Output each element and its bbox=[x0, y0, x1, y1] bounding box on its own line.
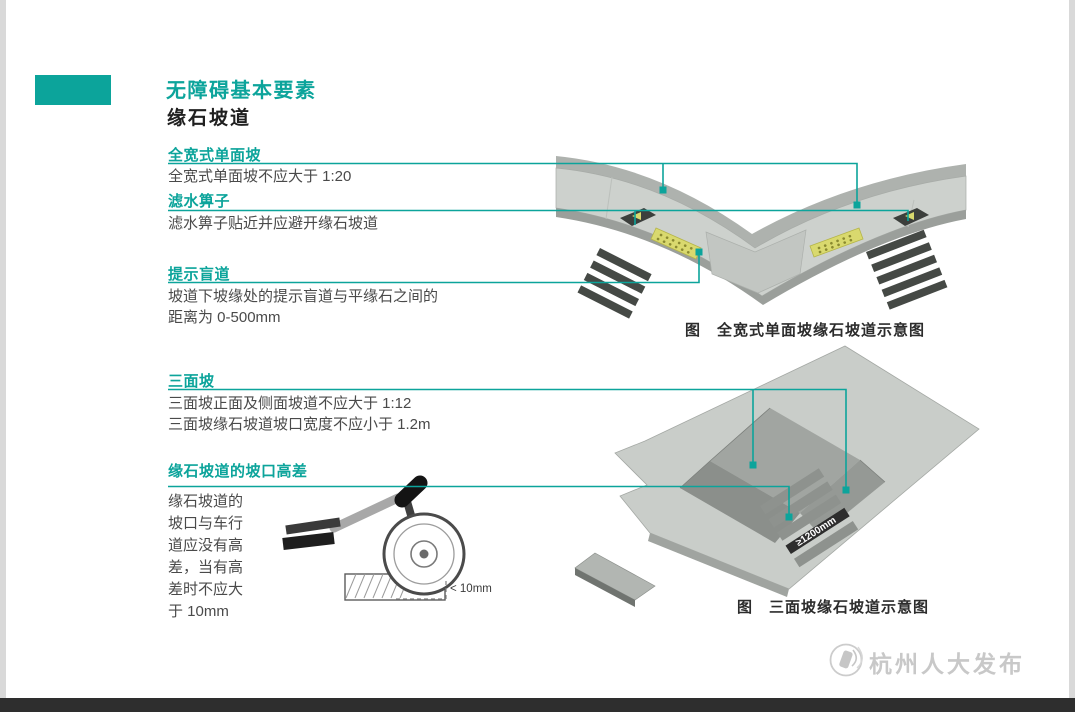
drain-grate-right bbox=[893, 208, 929, 226]
body-hd-line2: 坡口与车行 bbox=[168, 515, 244, 532]
page-title: 无障碍基本要素 bbox=[166, 80, 317, 102]
body-grate: 滤水箅子贴近并应避开缘石坡道 bbox=[168, 215, 379, 232]
callout-grate bbox=[168, 209, 909, 221]
body-three-sided-line2: 三面坡缘石坡道坡口宽度不应小于 1.2m bbox=[168, 416, 431, 433]
footrest-tube bbox=[329, 493, 403, 533]
body-tactile-line1: 坡道下坡缘处的提示盲道与平缘石之间的 bbox=[168, 288, 439, 305]
left-page-edge bbox=[0, 0, 6, 698]
watermark-text: 杭州人大发布 bbox=[869, 651, 1025, 677]
body-three-sided: 三面坡正面及侧面坡道不应大于 1:12 三面坡缘石坡道坡口宽度不应小于 1.2m bbox=[168, 393, 431, 435]
wheel-gap-label: < 10mm bbox=[450, 583, 492, 595]
ramp-surface bbox=[705, 229, 807, 294]
heading-height-difference: 缘石坡道的坡口高差 bbox=[168, 463, 308, 480]
callout-lines bbox=[168, 162, 909, 515]
crosswalk-left bbox=[577, 248, 652, 319]
crosswalk-label-stripe bbox=[785, 507, 850, 554]
dimension-dashes bbox=[396, 579, 447, 600]
opposite-curb-piece bbox=[574, 552, 656, 607]
callout-markers bbox=[659, 186, 861, 521]
curb-hatching bbox=[345, 573, 411, 599]
title-accent-block bbox=[35, 75, 111, 105]
caster-wheel bbox=[382, 512, 466, 596]
callout-height-difference bbox=[168, 485, 790, 515]
crosswalk-right bbox=[866, 229, 948, 310]
body-hd-line5: 差时不应大 bbox=[168, 581, 244, 598]
callout-three-sided bbox=[168, 388, 847, 488]
page-subtitle: 缘石坡道 bbox=[167, 108, 252, 129]
body-fullwidth-ramp: 全宽式单面坡不应大于 1:20 bbox=[168, 168, 352, 185]
body-tactile: 坡道下坡缘处的提示盲道与平缘石之间的 距离为 0-500mm bbox=[168, 286, 438, 328]
callout-tactile bbox=[168, 252, 700, 284]
figure-curb-ramp-corner bbox=[555, 156, 967, 319]
footer-bar bbox=[0, 698, 1075, 712]
ramp-ridges bbox=[679, 407, 886, 489]
figure-three-sided-ramp: ≥1200mm bbox=[574, 345, 980, 607]
figure-wheel-detail: < 10mm bbox=[282, 475, 492, 601]
rear-sidewalk-step bbox=[556, 156, 966, 248]
heading-three-sided: 三面坡 bbox=[168, 373, 215, 390]
tactile-strip-left bbox=[650, 227, 702, 260]
footrest-bar-upper bbox=[285, 517, 341, 535]
tactile-strip-right bbox=[809, 227, 864, 258]
body-hd-line3: 道应没有高 bbox=[168, 537, 244, 554]
ramp-side-slope bbox=[800, 460, 885, 535]
heading-fullwidth-ramp: 全宽式单面坡 bbox=[168, 147, 262, 164]
body-height-difference: 缘石坡道的 坡口与车行 道应没有高 差，当有高 差时不应大 于 10mm bbox=[168, 491, 260, 623]
caster-housing bbox=[394, 475, 428, 508]
figure1-caption: 图 全宽式单面坡缘石坡道示意图 bbox=[684, 322, 925, 339]
callout-fullwidth-ramp bbox=[168, 162, 858, 205]
body-three-sided-line1: 三面坡正面及侧面坡道不应大于 1:12 bbox=[168, 395, 412, 412]
drain-grate-left bbox=[620, 208, 656, 226]
heading-grate: 滤水箅子 bbox=[168, 193, 231, 210]
curb-face bbox=[556, 208, 966, 305]
watermark-icon bbox=[829, 643, 863, 677]
body-hd-line6: 于 10mm bbox=[168, 603, 229, 620]
slab-edge-face bbox=[648, 533, 789, 597]
right-page-edge bbox=[1069, 0, 1075, 698]
body-hd-line1: 缘石坡道的 bbox=[168, 493, 244, 510]
body-hd-line4: 差，当有高 bbox=[168, 559, 244, 576]
footrest-plate bbox=[282, 532, 335, 550]
heading-tactile: 提示盲道 bbox=[168, 266, 231, 283]
figure2-caption: 图 三面坡缘石坡道示意图 bbox=[736, 599, 929, 616]
ramp-front-slope bbox=[680, 461, 800, 543]
body-tactile-line2: 距离为 0-500mm bbox=[168, 309, 281, 326]
